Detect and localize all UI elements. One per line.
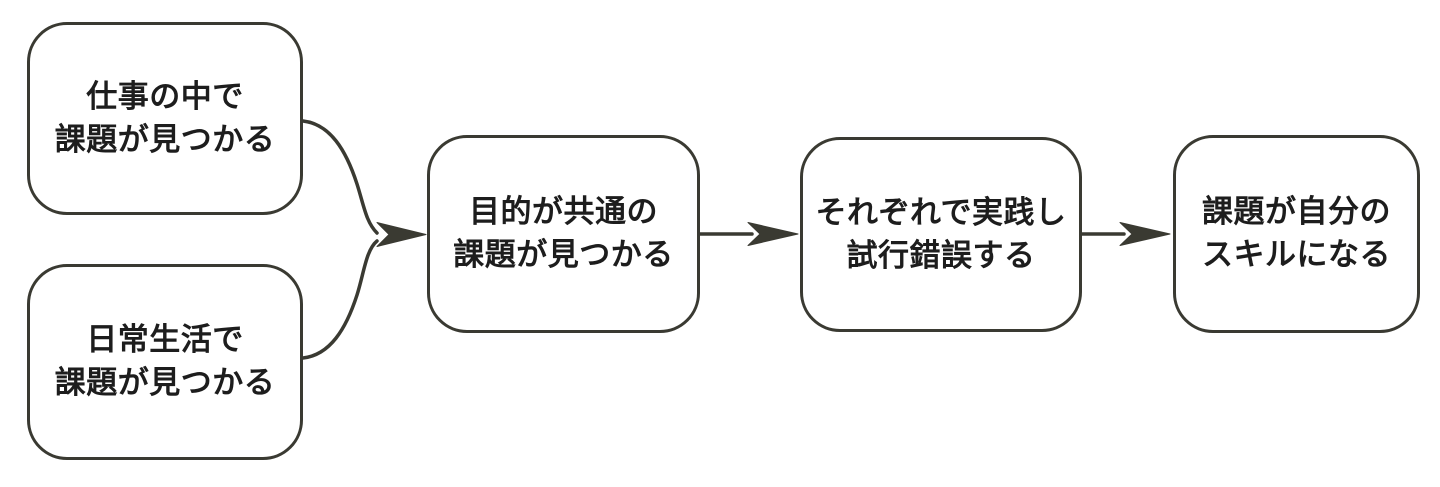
node-practice-label: それぞれで実践し 試行錯誤する	[815, 194, 1067, 273]
arrowhead-practice-icon	[747, 222, 799, 246]
node-skill-label: 課題が自分の スキルになる	[1202, 194, 1391, 272]
node-common: 目的が共通の 課題が見つかる	[427, 135, 700, 333]
node-skill: 課題が自分の スキルになる	[1173, 135, 1420, 333]
node-work-label: 仕事の中で 課題が見つかる	[54, 78, 276, 157]
node-daily: 日常生活で 課題が見つかる	[27, 264, 303, 460]
node-practice: それぞれで実践し 試行錯誤する	[800, 137, 1082, 332]
arrowhead-skill-icon	[1119, 222, 1171, 246]
node-common-label: 目的が共通の 課題が見つかる	[453, 194, 674, 272]
connector-daily-to-common	[301, 239, 379, 360]
arrowhead-merge-icon	[376, 222, 427, 247]
node-work: 仕事の中で 課題が見つかる	[27, 22, 303, 215]
connector-work-to-common	[301, 119, 379, 235]
node-daily-label: 日常生活で 課題が見つかる	[54, 322, 276, 400]
